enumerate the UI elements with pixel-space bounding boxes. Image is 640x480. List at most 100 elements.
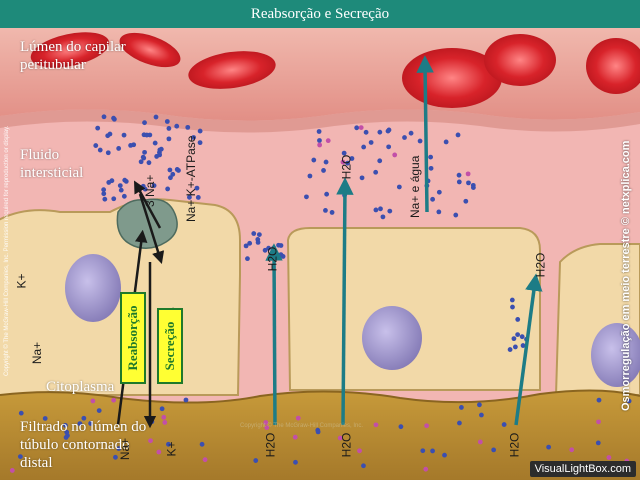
ion-dot (340, 159, 346, 165)
ion-dot (17, 454, 23, 460)
ion-dot (317, 142, 323, 148)
credit-side-text: Osmorregulação em meio terrestre © netxp… (620, 140, 632, 411)
ion-dot (428, 165, 434, 171)
ion-dot (187, 194, 192, 200)
ion-dot (101, 114, 107, 120)
ion-dot (373, 169, 379, 175)
ion-dot (304, 194, 309, 200)
ion-dot (253, 458, 259, 463)
ion-dot (197, 140, 203, 146)
nucleus (362, 306, 422, 370)
label-na-k-atpase: Na+ K+-ATPase (184, 135, 198, 222)
ion-dot (470, 185, 476, 190)
ion-dot (168, 175, 173, 181)
ion-dot (174, 167, 180, 172)
ion-dot (159, 406, 165, 412)
ion-dot (106, 180, 112, 185)
label-3na: 3 Na+ (143, 174, 157, 207)
ion-dot (151, 183, 157, 189)
ion-dot (107, 131, 113, 137)
ion-dot (116, 446, 122, 451)
ion-dot (157, 152, 163, 158)
secretion-box: Secreção (157, 308, 183, 384)
ion-dot (324, 191, 330, 197)
ion-dot (174, 123, 180, 129)
ion-dot (396, 184, 402, 190)
capillary-wall (0, 109, 640, 133)
ion-dot (164, 119, 170, 124)
water-arrow (336, 177, 354, 426)
ion-dot (569, 447, 575, 453)
watermark-badge[interactable]: VisualLightBox.com (529, 461, 636, 477)
ion-dot (292, 434, 298, 440)
ion-dot (408, 130, 414, 136)
ion-dot (118, 187, 124, 193)
ion-dot (156, 449, 162, 455)
nucleus (591, 323, 640, 387)
ion-dot (507, 347, 513, 352)
ion-dot (430, 196, 436, 202)
ion-dot (153, 114, 159, 120)
label-k-channel: K+ (14, 273, 29, 289)
ion-dot (510, 304, 515, 310)
ion-dot (128, 142, 134, 148)
ion-dot (293, 459, 298, 465)
ion-dot (307, 173, 313, 179)
ion-dot (170, 171, 176, 177)
ion-dot (315, 429, 321, 435)
ion-dot (264, 425, 270, 431)
ion-dot (626, 398, 632, 404)
ion-dot (195, 195, 201, 200)
ion-dot (142, 149, 147, 155)
label-water: H2O (339, 154, 354, 180)
ion-dot (456, 179, 462, 185)
ion-dot (477, 402, 482, 408)
ion-dot (479, 412, 484, 418)
ion-dot (385, 128, 391, 134)
ion-dot (424, 423, 430, 429)
ion-dot (341, 150, 347, 156)
ion-dot (420, 448, 426, 454)
ion-dot (63, 422, 68, 428)
filtrate-lumen (0, 390, 640, 480)
ion-dot (121, 193, 127, 199)
label-na-channel: Na+ (30, 341, 45, 365)
ion-dot (146, 160, 152, 166)
ion-dot (392, 152, 398, 158)
ion-dot (95, 125, 101, 131)
pump-na-out-arrow (133, 180, 162, 229)
ion-dot (256, 232, 262, 238)
ion-dot (358, 125, 364, 131)
page-title: Reabsorção e Secreção (250, 6, 390, 22)
ion-dot (90, 398, 96, 404)
ion-dot (456, 172, 462, 178)
ion-dot (321, 168, 326, 173)
ion-dot (436, 189, 442, 195)
label-interstitial-fluid: Fluido intersticial (20, 147, 84, 181)
ion-dot (111, 196, 117, 202)
ion-dot (191, 135, 196, 140)
ion-dot (491, 447, 497, 453)
ion-dot (202, 457, 208, 463)
ion-dot (243, 243, 249, 249)
ion-dot (428, 154, 434, 160)
ion-dot (96, 408, 102, 413)
label-k-filtrate: K+ (164, 441, 179, 457)
ion-dot (378, 206, 383, 212)
label-capillary-lumen: Lúmen do capilar peritubular (20, 39, 126, 73)
ion-dot (501, 422, 507, 427)
ion-dot (430, 448, 435, 454)
ion-dot (453, 212, 459, 218)
ion-dot (142, 120, 147, 126)
ion-dot (166, 126, 172, 131)
ion-dot (102, 196, 108, 202)
ion-dot (263, 420, 269, 425)
secretion-label: Secreção (162, 321, 177, 371)
ion-dot (398, 424, 404, 430)
ion-dot (199, 441, 205, 447)
ion-dot (455, 132, 461, 138)
ion-dot (113, 454, 118, 460)
ion-dot (105, 150, 111, 156)
ion-dot (373, 207, 379, 213)
label-water: H2O (533, 252, 548, 278)
